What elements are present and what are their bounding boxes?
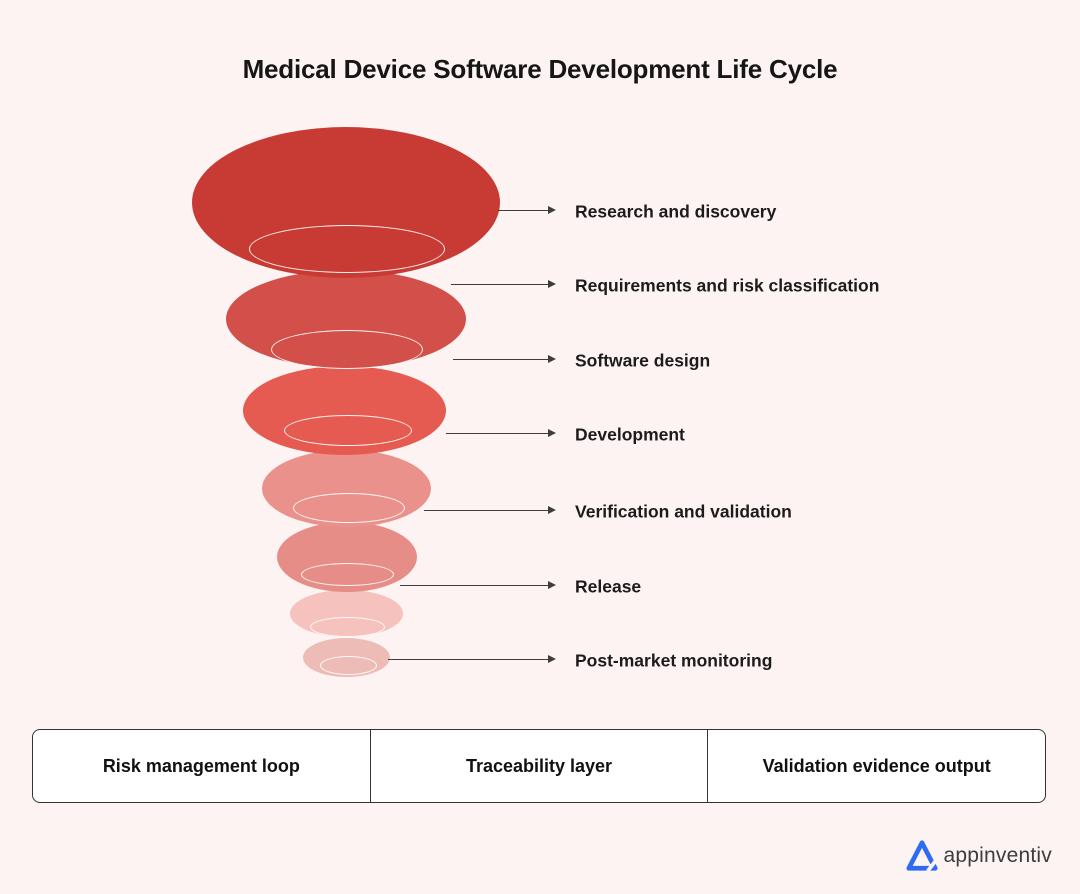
arrow-icon [388,655,556,663]
funnel-stage-4-ring [293,493,405,523]
stage-label-research-and-discovery: Research and discovery [575,201,777,222]
stage-label-post-market-monitoring: Post-market monitoring [575,650,773,671]
arrow-icon [400,581,556,589]
funnel-stage-6-ring [310,617,385,637]
footer-cell-validation-evidence-output: Validation evidence output [707,730,1045,802]
funnel-stage-2-ring [271,330,423,369]
arrow-icon [446,429,556,437]
stage-label-verification-and-validation: Verification and validation [575,501,792,522]
arrow-icon [424,506,556,514]
appinventiv-logo-text: appinventiv [943,844,1052,867]
funnel-stage-5-ring [301,563,394,586]
stage-label-release: Release [575,576,642,597]
funnel-stage-3-ring [284,415,412,446]
footer-cell-traceability-layer: Traceability layer [369,730,708,802]
appinventiv-logo: appinventiv [905,839,1052,873]
funnel-stage-1-ring [249,225,445,273]
funnel-stage-7-ring [320,656,377,675]
stage-label-requirements-and-risk-classification: Requirements and risk classification [575,275,880,296]
footer-cell-risk-management-loop: Risk management loop [102,755,300,776]
arrow-icon [451,280,556,288]
appinventiv-mark-icon [905,840,939,873]
arrow-icon [453,355,556,363]
stage-label-development: Development [575,424,685,445]
stage-label-software-design: Software design [575,350,711,371]
page-title: Medical Device Software Development Life… [242,54,838,84]
arrow-icon [498,206,556,214]
footer-bar: Risk management loop Traceability layer … [32,729,1046,803]
